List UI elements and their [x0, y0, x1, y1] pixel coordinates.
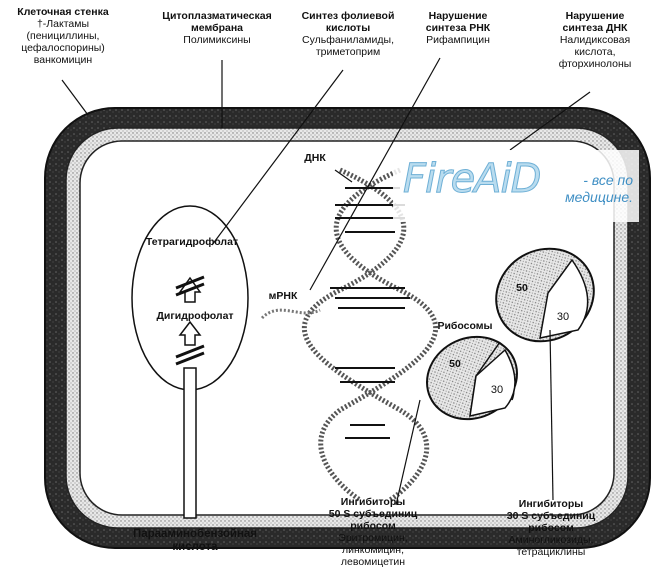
- watermark-logo: FireAiD: [403, 156, 540, 202]
- label-rna-synthesis: Нарушение синтеза РНК Рифампицин: [410, 10, 506, 46]
- watermark: FireAiD - все по медицине.: [393, 150, 639, 222]
- label-inhibitors-50s: Ингибиторы 50 S субъединиц рибосом Эритр…: [310, 496, 436, 568]
- ribosome-2-30s: 30: [548, 311, 578, 323]
- ribosome-1-50s: 50: [440, 358, 470, 370]
- label-cell-wall: Клеточная стенка †-Лактамы (пенициллины,…: [0, 6, 126, 66]
- label-ribosomes: Рибосомы: [425, 320, 505, 332]
- label-dihydrofolate: Дигидрофолат: [140, 310, 250, 322]
- label-dna: ДНК: [295, 152, 335, 164]
- ribosome-2-50s: 50: [507, 282, 537, 294]
- ribosome-1-30s: 30: [482, 384, 512, 396]
- label-tetrahydrofolate: Тетрагидрофолат: [130, 236, 254, 248]
- watermark-tagline: - все по медицине.: [533, 172, 633, 206]
- label-paba: Парааминобензойная кислота: [110, 528, 280, 554]
- label-membrane: Цитоплазматическая мембрана Полимиксины: [143, 10, 291, 46]
- label-mrna: мРНК: [258, 290, 308, 302]
- label-folate-synthesis: Синтез фолиевой кислоты Сульфаниламиды, …: [294, 10, 402, 58]
- label-inhibitors-30s: Ингибиторы 30 S субъединиц рибосом Амино…: [486, 498, 616, 558]
- paba-tube: [184, 368, 196, 518]
- label-dna-synthesis: Нарушение синтеза ДНК Налидиксовая кисло…: [540, 10, 650, 70]
